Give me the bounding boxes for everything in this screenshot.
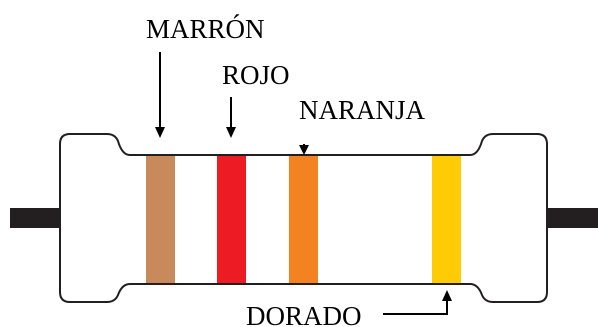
corner-up-arrow-icon	[383, 290, 452, 315]
right-lead	[545, 208, 598, 228]
left-lead	[10, 208, 66, 228]
band-naranja	[289, 156, 318, 283]
down-arrow-icon	[226, 97, 236, 138]
label-dorado: DORADO	[246, 301, 362, 327]
band-marron	[146, 156, 175, 283]
down-arrow-icon	[299, 144, 309, 155]
down-arrow-icon	[155, 52, 165, 138]
label-marron: MARRÓN	[146, 14, 265, 44]
label-naranja: NARANJA	[299, 95, 426, 125]
label-rojo: ROJO	[222, 60, 290, 90]
band-rojo	[217, 156, 246, 283]
band-dorado	[432, 156, 461, 283]
